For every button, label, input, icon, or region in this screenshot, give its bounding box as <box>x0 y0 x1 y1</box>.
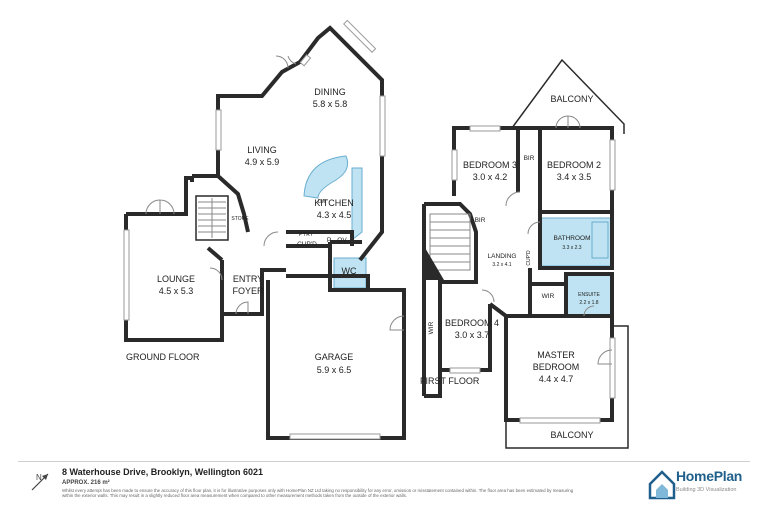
ground-inner-wall <box>190 174 250 233</box>
stair-core-walls <box>422 202 478 398</box>
living-label: LIVING <box>247 145 277 155</box>
disclaimer-text: Whilst every attempt has been made to en… <box>62 488 574 499</box>
ground-floor-plan <box>123 19 406 440</box>
balcony-top-label: BALCONY <box>550 94 593 104</box>
bedroom2-label: BEDROOM 2 <box>547 160 601 170</box>
bedroom3-size: 3.0 x 4.2 <box>473 172 508 182</box>
first-floor-plan <box>422 58 629 449</box>
p-label: P <box>327 237 331 244</box>
first-doors <box>481 115 613 365</box>
bedroom3-label: BEDROOM 3 <box>463 160 517 170</box>
ground-windows <box>123 19 386 440</box>
living-size: 4.9 x 5.9 <box>245 157 280 167</box>
approx-area: APPROX. 216 m² <box>62 480 110 486</box>
bedroom4-size: 3.0 x 3.7 <box>455 330 490 340</box>
garage-walls <box>266 274 406 440</box>
garage-label: GARAGE <box>315 352 354 362</box>
first-stairs <box>424 213 471 280</box>
bedroom2-size: 3.4 x 3.5 <box>557 172 592 182</box>
ground-floor-label: GROUND FLOOR <box>126 352 200 362</box>
upper-bedroom-walls <box>452 126 614 214</box>
first-floor-label: FIRST FLOOR <box>420 376 480 386</box>
first-windows <box>449 125 616 424</box>
kitchen-island <box>303 155 349 199</box>
kitchen-bench <box>351 167 363 242</box>
kitchen-size: 4.3 x 4.5 <box>317 210 352 220</box>
bir-mid-label: BIR <box>475 217 486 224</box>
bir-top-label: BIR <box>524 155 535 162</box>
balcony-bottom-outline <box>505 325 629 449</box>
ensuite-label: ENSUITE <box>578 292 600 298</box>
balcony-bottom-label: BALCONY <box>550 430 593 440</box>
wc-label: WC <box>342 266 357 276</box>
property-address: 8 Waterhouse Drive, Brooklyn, Wellington… <box>62 467 264 477</box>
svg-text:N: N <box>36 473 42 482</box>
wir-master-label: WIR <box>542 293 555 300</box>
wir-b4-label: WIR <box>428 321 435 334</box>
footer-divider <box>18 461 750 462</box>
bath-tub <box>591 221 609 259</box>
dw-label: DW <box>318 199 327 205</box>
landing-label: LANDING <box>488 253 517 260</box>
pantry-label: P'TRY <box>299 232 314 238</box>
bathroom-label: BATHROOM <box>553 235 590 242</box>
ground-doors <box>145 55 405 331</box>
brand-tagline: Building 3D Visualization <box>676 487 737 493</box>
dining-label: DINING <box>314 87 346 97</box>
balcony-top-outline <box>511 58 625 134</box>
wet-area-walls <box>528 212 614 318</box>
lounge-size: 4.5 x 5.3 <box>159 286 194 296</box>
wc-floor <box>333 257 367 289</box>
master-label: MASTER <box>537 350 575 360</box>
master-size: 4.4 x 4.7 <box>539 374 574 384</box>
cupd-ground-label: CUP'D <box>297 241 317 248</box>
entry-label: ENTRY <box>233 274 263 284</box>
garage-size: 5.9 x 6.5 <box>317 365 352 375</box>
house-logo-icon <box>648 470 676 500</box>
entry-walls <box>206 246 286 316</box>
foyer-label: FOYER <box>232 286 264 296</box>
kitchen-label: KITCHEN <box>314 198 354 208</box>
lounge-label: LOUNGE <box>157 274 195 284</box>
landing-size: 3.2 x 4.1 <box>492 262 511 268</box>
cupd-first-label: CUP'D <box>526 250 532 266</box>
ov-label: OV <box>337 237 347 244</box>
brand-name: HomePlan <box>676 468 743 484</box>
ground-stairs <box>195 195 229 241</box>
store-label: STORE <box>231 216 249 222</box>
wc-walls <box>286 230 368 292</box>
compass-icon: N <box>31 473 49 491</box>
bedroom4-label: BEDROOM 4 <box>445 318 499 328</box>
dining-size: 5.8 x 5.8 <box>313 99 348 109</box>
bathroom-size: 3.3 x 2.3 <box>562 245 581 251</box>
master-label-2: BEDROOM <box>533 362 580 372</box>
ensuite-size: 2.2 x 1.8 <box>579 300 598 306</box>
